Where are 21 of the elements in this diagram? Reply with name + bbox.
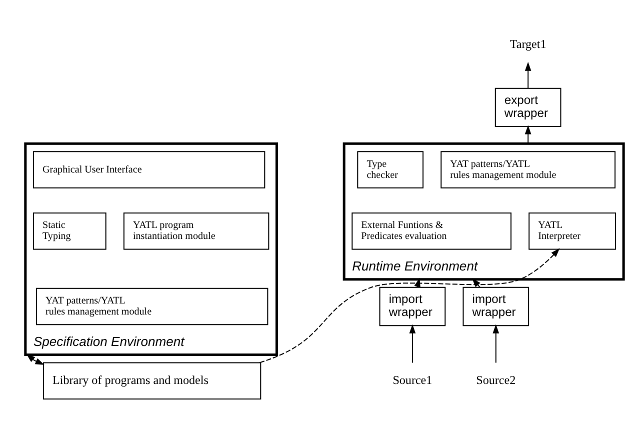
node-text: Source1 xyxy=(392,373,432,387)
arrow xyxy=(26,354,44,365)
node-box: YATL Interpreter xyxy=(528,212,616,250)
node-box: External Funtions & Predicates evaluation xyxy=(352,212,512,250)
node-text: Target1 xyxy=(510,37,546,52)
arrow xyxy=(524,125,532,144)
node-box: Library of programs and models xyxy=(43,362,262,400)
node-box: Graphical User Interface xyxy=(32,151,266,188)
node-box: YAT patterns/YATL rules management module xyxy=(36,288,268,326)
node-box: YAT patterns/YATL rules management module xyxy=(440,151,616,188)
arrow xyxy=(492,324,500,363)
node-text: Source2 xyxy=(476,373,516,387)
arrow xyxy=(409,324,416,363)
node-box: export wrapper xyxy=(494,88,562,128)
arrow xyxy=(259,248,560,364)
arrow xyxy=(472,278,480,288)
node-box: Type checker xyxy=(357,151,424,188)
node-box: YATL program instantiation module xyxy=(123,212,270,250)
arrow xyxy=(524,62,532,88)
node-box: import wrapper xyxy=(462,286,530,326)
node-box: Static Typing xyxy=(32,212,106,250)
